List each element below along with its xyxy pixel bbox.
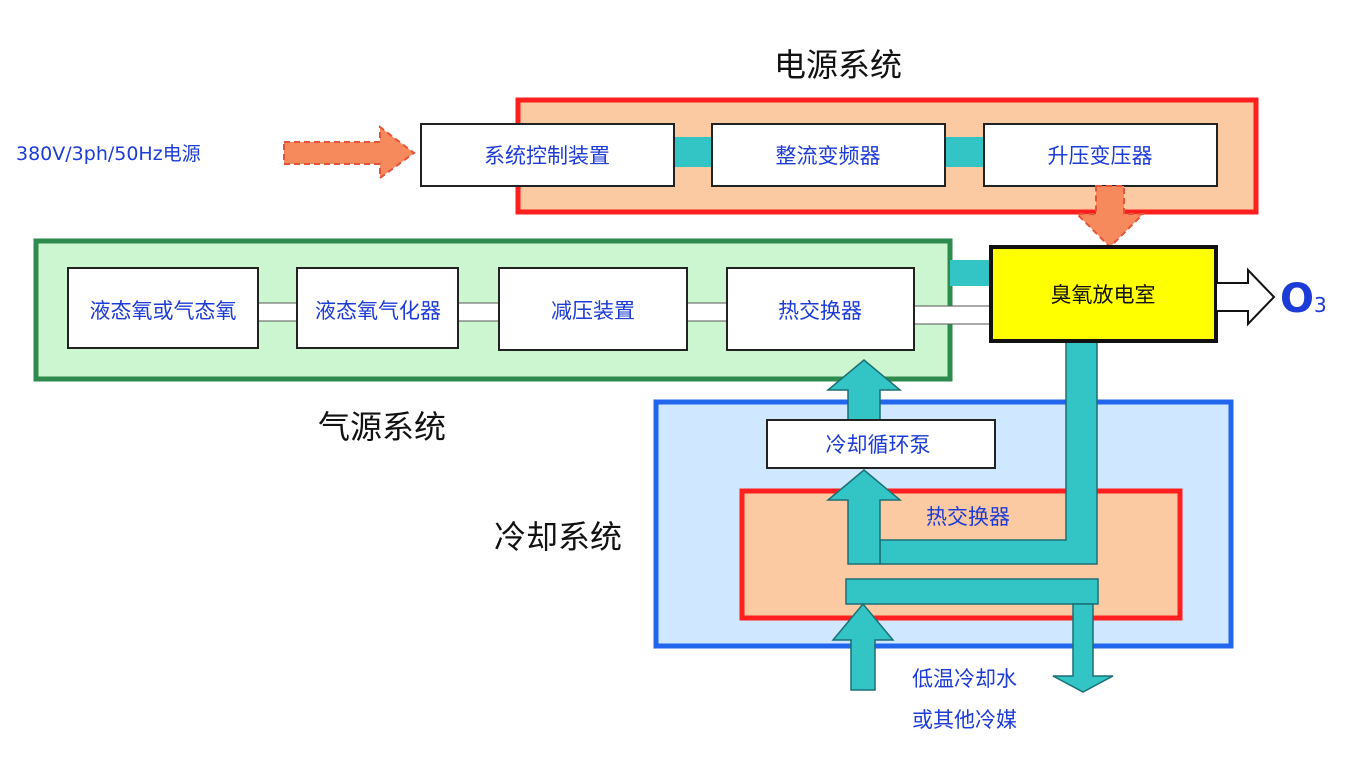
ozone-symbol-subscript: 3 (1314, 293, 1327, 317)
step-up-transformer-label: 升压变压器 (1048, 144, 1153, 168)
liquid-or-gas-oxygen-label: 液态氧或气态氧 (90, 299, 237, 323)
power-connector-1 (672, 137, 714, 167)
gas-system-title: 气源系统 (318, 408, 446, 446)
ozone-symbol-letter: O (1280, 276, 1314, 322)
power-input-arrow (283, 124, 416, 180)
step-up-transformer-block (983, 123, 1218, 187)
system-control-label: 系统控制装置 (484, 144, 610, 168)
gas-pipe-1 (255, 302, 299, 322)
power-input-label: 380V/3ph/50Hz电源 (16, 143, 201, 165)
gas-pipe-2 (456, 302, 502, 322)
power-system-title: 电源系统 (774, 46, 902, 84)
coolant-inlet-arrow (831, 602, 895, 691)
rectifier-inverter-block (711, 123, 946, 187)
cooling-pump-label: 冷却循环泵 (826, 433, 931, 457)
cooling-heat-exchanger-label: 热交换器 (926, 505, 1010, 529)
pressure-reducer-label: 减压装置 (551, 299, 635, 323)
power-system-group: 电源系统 系统控制装置 整流变频器 升压变压器 380V/3ph/50Hz电源 (16, 46, 1259, 249)
coolant-channel (845, 578, 1099, 605)
ozone-output-symbol: O3 (1280, 276, 1327, 322)
discharge-chamber-group: 臭氧放电室 O3 (989, 245, 1327, 343)
power-connector-2 (944, 137, 986, 167)
coolant-label-line2: 或其他冷媒 (912, 708, 1017, 732)
gas-pipe-to-chamber (912, 305, 994, 325)
coolant-outlet-arrow (1052, 603, 1114, 693)
gas-heat-exchanger-label: 热交换器 (778, 299, 862, 323)
system-control-block (420, 123, 675, 187)
pump-to-gas-exchanger-arrow (825, 359, 903, 421)
cooling-system-group: 热交换器 冷却循环泵 冷却系统 低温冷却水 或其他冷媒 (494, 339, 1234, 732)
rectifier-inverter-label: 整流变频器 (776, 144, 881, 168)
coolant-label-line1: 低温冷却水 (912, 667, 1017, 691)
cooling-system-title: 冷却系统 (494, 518, 622, 556)
cooling-pump-block (766, 419, 996, 469)
gas-pipe-3 (685, 302, 729, 322)
exchanger-to-pump-arrow (825, 469, 903, 565)
gas-chamber-teal-connector (950, 260, 992, 286)
gas-heat-exchanger-block (726, 267, 915, 351)
ozone-discharge-chamber (989, 245, 1218, 343)
liquid-or-gas-oxygen-block (67, 267, 259, 349)
pressure-reducer-block (498, 267, 688, 351)
transformer-to-chamber-arrow (1074, 185, 1146, 249)
gas-system-group: 液态氧或气态氧 液态氧气化器 减压装置 热交换器 气源系统 (33, 238, 994, 446)
ozone-output-arrow (1215, 267, 1276, 327)
liquid-oxygen-vaporizer-label: 液态氧气化器 (315, 299, 441, 323)
liquid-oxygen-vaporizer-block (296, 267, 459, 349)
ozone-discharge-chamber-label: 臭氧放电室 (1051, 283, 1156, 307)
